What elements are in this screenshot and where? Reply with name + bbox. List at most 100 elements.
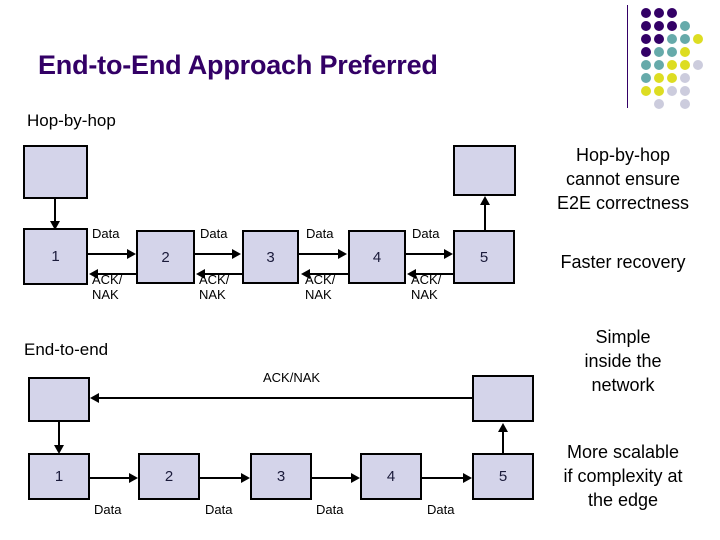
e2e-link-data-2 — [200, 477, 242, 479]
bullet-more-scalable: More scalable if complexity at the edge — [563, 442, 683, 510]
hop-endpoint-source — [23, 145, 88, 199]
hop-node-1: 1 — [23, 228, 88, 285]
hop-arrow-dest-up — [480, 196, 490, 205]
logo-dot-icon — [667, 21, 677, 31]
logo-dot-icon — [641, 34, 651, 44]
hop-link-data-1 — [88, 253, 128, 255]
hop-label-ack-3: ACK/ NAK — [305, 272, 336, 302]
e2e-arrow-data-3 — [351, 473, 360, 483]
hop-arrow-data-2 — [232, 249, 241, 259]
e2e-arrow-ack — [90, 393, 99, 403]
hop-link-ack-3 — [309, 273, 349, 275]
logo-dot-icon — [680, 99, 690, 109]
e2e-arrow-source-down — [54, 445, 64, 454]
logo-dot-icon — [667, 86, 677, 96]
e2e-label-ack: ACK/NAK — [263, 370, 321, 385]
page-title: End-to-End Approach Preferred — [38, 50, 438, 80]
logo-dot-icon — [641, 73, 651, 83]
logo-dot-icon — [680, 60, 690, 70]
hop-label-data-2: Data — [200, 226, 228, 241]
logo-dot-icon — [667, 60, 677, 70]
e2e-link-data-3 — [312, 477, 352, 479]
section-caption-hop-by-hop: Hop-by-hop — [27, 111, 116, 130]
logo-dot-icon — [641, 47, 651, 57]
e2e-node-5: 5 — [472, 453, 534, 500]
hop-arrow-ack-1 — [89, 269, 98, 279]
hop-label-ack-2: ACK/ NAK — [199, 272, 230, 302]
logo-dot-icon — [641, 86, 651, 96]
logo-dot-icon — [654, 47, 664, 57]
hop-endpoint-dest — [453, 145, 516, 196]
section-caption-end-to-end: End-to-end — [24, 340, 109, 359]
e2e-arrow-data-2 — [241, 473, 250, 483]
hop-arrow-data-4 — [444, 249, 453, 259]
hop-arrow-data-3 — [338, 249, 347, 259]
e2e-label-data-3: Data — [316, 502, 344, 517]
logo-dot-icon — [654, 21, 664, 31]
hop-link-ack-4 — [415, 273, 453, 275]
e2e-label-data-2: Data — [205, 502, 233, 517]
e2e-link-data-4 — [422, 477, 464, 479]
logo-dot-icon — [654, 86, 664, 96]
logo-dot-icon — [680, 86, 690, 96]
logo-dot-icon — [641, 21, 651, 31]
logo-dot-icon — [667, 34, 677, 44]
e2e-arrow-dest-up — [498, 423, 508, 432]
hop-arrow-ack-3 — [301, 269, 310, 279]
logo-dot-icon — [680, 47, 690, 57]
hop-link-ack-2 — [204, 273, 244, 275]
hop-connector-dest — [484, 202, 486, 232]
hop-connector-source — [54, 199, 56, 223]
hop-arrow-data-1 — [127, 249, 136, 259]
e2e-node-2: 2 — [138, 453, 200, 500]
logo-dot-icon — [654, 60, 664, 70]
logo-dot-icon — [654, 8, 664, 18]
logo-dot-icon — [667, 47, 677, 57]
logo-dot-icon — [680, 21, 690, 31]
hop-node-3: 3 — [242, 230, 299, 284]
e2e-connector-source — [58, 422, 60, 446]
e2e-link-data-1 — [90, 477, 130, 479]
hop-arrow-ack-2 — [196, 269, 205, 279]
e2e-node-3: 3 — [250, 453, 312, 500]
hop-link-data-4 — [406, 253, 444, 255]
hop-link-ack-1 — [97, 273, 137, 275]
e2e-label-data-4: Data — [427, 502, 455, 517]
logo-divider-line — [627, 5, 628, 108]
bullet-faster-recovery: Faster recovery — [560, 252, 686, 272]
hop-arrow-source-down — [50, 221, 60, 230]
logo-dot-icon — [693, 60, 703, 70]
hop-link-data-3 — [299, 253, 339, 255]
e2e-endpoint-dest — [472, 375, 534, 422]
e2e-connector-dest — [502, 430, 504, 455]
logo-dot-icon — [641, 8, 651, 18]
hop-node-2: 2 — [136, 230, 195, 284]
logo-dot-icon — [641, 60, 651, 70]
e2e-node-1: 1 — [28, 453, 90, 500]
hop-link-data-2 — [195, 253, 233, 255]
logo-dot-icon — [654, 99, 664, 109]
logo-dot-icon — [680, 73, 690, 83]
hop-label-data-4: Data — [412, 226, 440, 241]
logo-dot-icon — [680, 34, 690, 44]
bullet-hop-by-hop-correctness: Hop-by-hop cannot ensure E2E correctness — [556, 145, 690, 213]
hop-label-ack-1: ACK/ NAK — [92, 272, 123, 302]
e2e-endpoint-source — [28, 377, 90, 422]
logo-dot-icon — [667, 73, 677, 83]
e2e-link-ack — [98, 397, 472, 399]
bullet-simple-inside-network: Simple inside the network — [584, 327, 662, 395]
logo-dot-icon — [654, 73, 664, 83]
e2e-arrow-data-1 — [129, 473, 138, 483]
logo-dot-icon — [654, 34, 664, 44]
logo-dot-icon — [693, 34, 703, 44]
hop-label-data-3: Data — [306, 226, 334, 241]
dot-matrix-logo — [641, 8, 703, 109]
hop-arrow-ack-4 — [407, 269, 416, 279]
e2e-arrow-data-4 — [463, 473, 472, 483]
hop-node-4: 4 — [348, 230, 406, 284]
logo-dot-icon — [667, 8, 677, 18]
e2e-label-data-1: Data — [94, 502, 122, 517]
hop-label-ack-4: ACK/ NAK — [411, 272, 442, 302]
e2e-node-4: 4 — [360, 453, 422, 500]
